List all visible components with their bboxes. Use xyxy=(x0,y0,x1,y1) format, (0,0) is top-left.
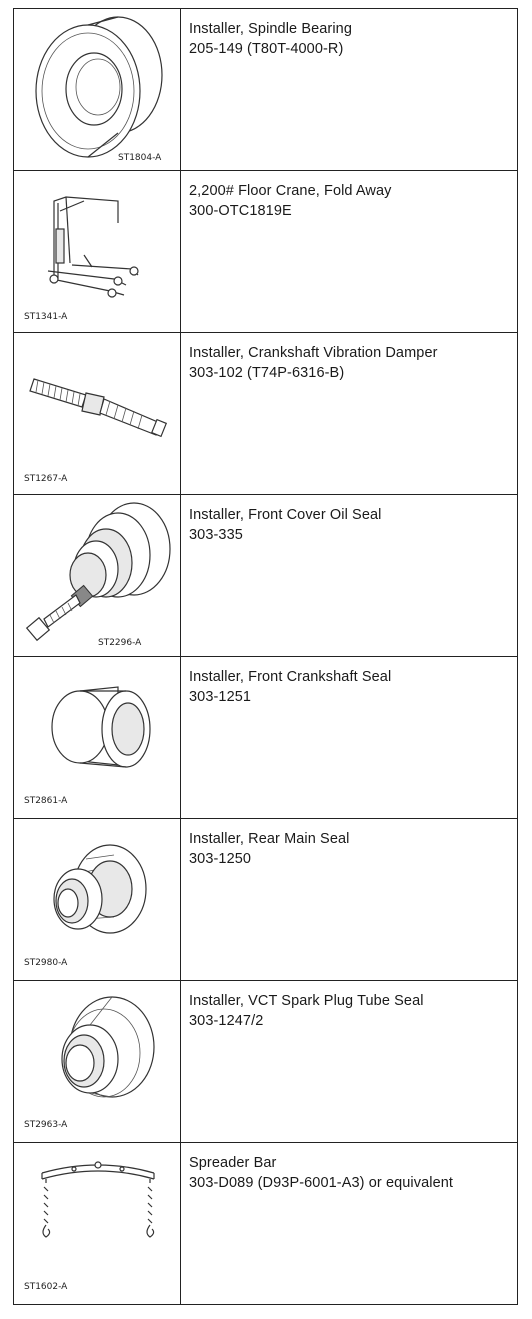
tool-illustration-cell: ST2861-A xyxy=(13,656,181,819)
tool-illustration-cell: ST1341-A xyxy=(13,170,181,333)
special-tools-table: ST1804-A Installer, Spindle Bearing 205-… xyxy=(13,8,518,1305)
tool-illustration-cell: ST2963-A xyxy=(13,980,181,1143)
table-row: ST2980-A Installer, Rear Main Seal 303-1… xyxy=(13,818,518,981)
table-row: ST1602-A Spreader Bar 303-D089 (D93P-600… xyxy=(13,1142,518,1305)
front-cover-seal-installer-drawing: ST2296-A xyxy=(25,502,171,648)
spark-plug-tube-seal-installer-drawing: ST2963-A xyxy=(24,996,155,1130)
tool-description-cell: Installer, Rear Main Seal 303-1250 xyxy=(180,818,518,981)
tool-name: Installer, VCT Spark Plug Tube Seal xyxy=(189,993,424,1009)
table-row: ST2963-A Installer, VCT Spark Plug Tube … xyxy=(13,980,518,1143)
tool-description-cell: Installer, VCT Spark Plug Tube Seal 303-… xyxy=(180,980,518,1143)
tool-illustration-cell: ST1804-A xyxy=(13,8,181,171)
figure-id: ST1602-A xyxy=(24,1282,68,1292)
figure-id: ST2296-A xyxy=(98,638,142,648)
tool-description-cell: Installer, Spindle Bearing 205-149 (T80T… xyxy=(180,8,518,171)
table-row: ST2861-A Installer, Front Crankshaft Sea… xyxy=(13,656,518,819)
tool-name: Installer, Front Cover Oil Seal xyxy=(189,507,382,523)
tool-number: 303-D089 (D93P-6001-A3) or equivalent xyxy=(189,1175,454,1191)
spindle-bearing-installer-drawing: ST1804-A xyxy=(35,16,163,163)
tool-illustration-cell: ST1602-A xyxy=(13,1142,181,1305)
tool-name: 2,200# Floor Crane, Fold Away xyxy=(189,183,392,199)
tool-description-cell: Installer, Front Cover Oil Seal 303-335 xyxy=(180,494,518,657)
tool-description-cell: Installer, Crankshaft Vibration Damper 3… xyxy=(180,332,518,495)
table-row: ST2296-A Installer, Front Cover Oil Seal… xyxy=(13,494,518,657)
tool-number: 303-1247/2 xyxy=(189,1013,264,1029)
tool-number: 205-149 (T80T-4000-R) xyxy=(189,41,344,57)
tool-number: 303-335 xyxy=(189,527,243,543)
tool-description-cell: Spreader Bar 303-D089 (D93P-6001-A3) or … xyxy=(180,1142,518,1305)
tool-name: Installer, Front Crankshaft Seal xyxy=(189,669,392,685)
figure-id: ST2963-A xyxy=(24,1120,68,1130)
figure-id: ST2980-A xyxy=(24,958,68,968)
tool-name: Installer, Rear Main Seal xyxy=(189,831,350,847)
table-row: ST1341-A 2,200# Floor Crane, Fold Away 3… xyxy=(13,170,518,333)
table-row: ST1804-A Installer, Spindle Bearing 205-… xyxy=(13,8,518,171)
tool-number: 303-1250 xyxy=(189,851,252,867)
tool-illustration-cell: ST2980-A xyxy=(13,818,181,981)
front-crankshaft-seal-installer-drawing: ST2861-A xyxy=(24,686,151,806)
tool-description-cell: 2,200# Floor Crane, Fold Away 300-OTC181… xyxy=(180,170,518,333)
tool-number: 300-OTC1819E xyxy=(189,203,292,219)
tool-number: 303-102 (T74P-6316-B) xyxy=(189,365,345,381)
figure-id: ST1804-A xyxy=(118,153,162,163)
tool-illustration-cell: ST2296-A xyxy=(13,494,181,657)
vibration-damper-installer-drawing: ST1267-A xyxy=(24,378,168,484)
figure-id: ST2861-A xyxy=(24,796,68,806)
table-row: ST1267-A Installer, Crankshaft Vibration… xyxy=(13,332,518,495)
tool-description-cell: Installer, Front Crankshaft Seal 303-125… xyxy=(180,656,518,819)
spreader-bar-drawing: ST1602-A xyxy=(24,1161,155,1292)
tool-illustration-cell: ST1267-A xyxy=(13,332,181,495)
tool-number: 303-1251 xyxy=(189,689,252,705)
tool-name: Installer, Spindle Bearing xyxy=(189,21,353,37)
tool-name: Installer, Crankshaft Vibration Damper xyxy=(189,345,438,361)
rear-main-seal-installer-drawing: ST2980-A xyxy=(24,844,147,968)
floor-crane-drawing: ST1341-A xyxy=(24,196,139,322)
figure-id: ST1267-A xyxy=(24,474,68,484)
figure-id: ST1341-A xyxy=(24,312,68,322)
tool-name: Spreader Bar xyxy=(189,1155,277,1171)
